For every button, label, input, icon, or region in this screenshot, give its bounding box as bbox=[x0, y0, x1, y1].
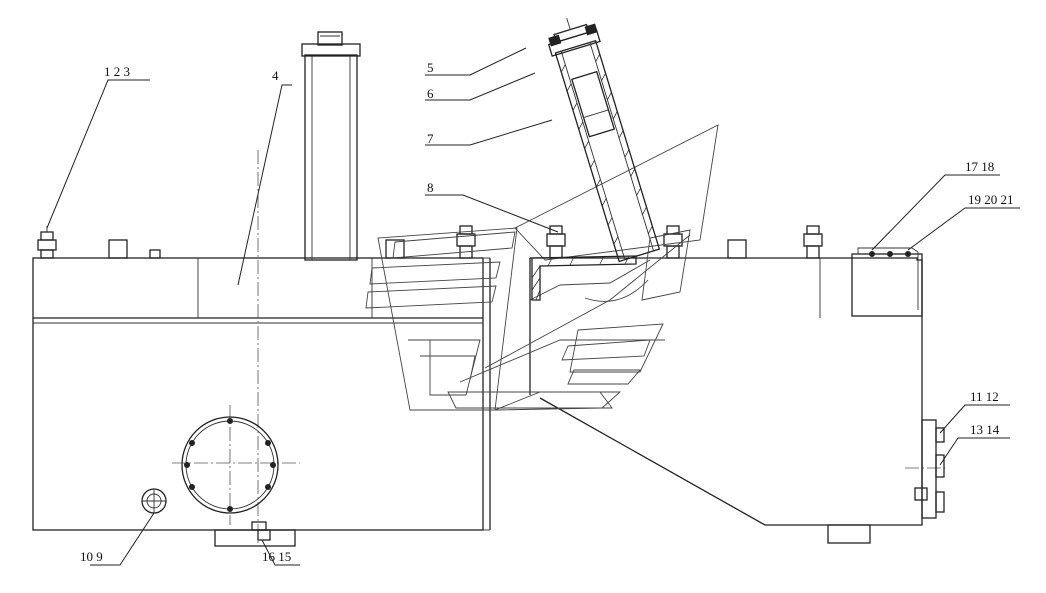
label-parts-19-20-21: 19 20 21 bbox=[968, 192, 1014, 207]
section-overlay-plates bbox=[365, 124, 719, 411]
label-parts-1-2-3: 1 2 3 bbox=[104, 64, 130, 79]
top-bolt-5 bbox=[803, 225, 823, 259]
filler-breather-pipe bbox=[301, 31, 361, 261]
label-part-7: 7 bbox=[427, 131, 434, 146]
return-filter-assembly bbox=[547, 17, 661, 263]
top-bolt-4 bbox=[663, 225, 683, 259]
label-part-8: 8 bbox=[427, 180, 434, 195]
top-boss-3 bbox=[727, 239, 747, 259]
end-fitting-group bbox=[914, 419, 945, 519]
top-plug-1 bbox=[149, 249, 161, 259]
label-part-5: 5 bbox=[427, 60, 434, 75]
drain-plug bbox=[141, 488, 167, 514]
tank-left-body bbox=[32, 257, 491, 531]
label-parts-17-18: 17 18 bbox=[965, 159, 994, 174]
top-boss-1 bbox=[108, 239, 128, 259]
label-part-4: 4 bbox=[272, 68, 279, 83]
label-part-6: 6 bbox=[427, 86, 434, 101]
label-parts-10-9: 10 9 bbox=[80, 549, 103, 564]
top-bolt-1 bbox=[37, 226, 57, 259]
filter-mount-flange bbox=[531, 255, 637, 301]
label-parts-13-14: 13 14 bbox=[970, 422, 1000, 437]
inspection-cover bbox=[181, 416, 279, 514]
label-parts-16-15: 16 15 bbox=[262, 549, 291, 564]
leader-lines bbox=[46, 47, 1020, 566]
tank-right-body bbox=[529, 247, 923, 544]
bottom-drain-bracket bbox=[214, 521, 296, 547]
label-parts-11-12: 11 12 bbox=[970, 389, 999, 404]
